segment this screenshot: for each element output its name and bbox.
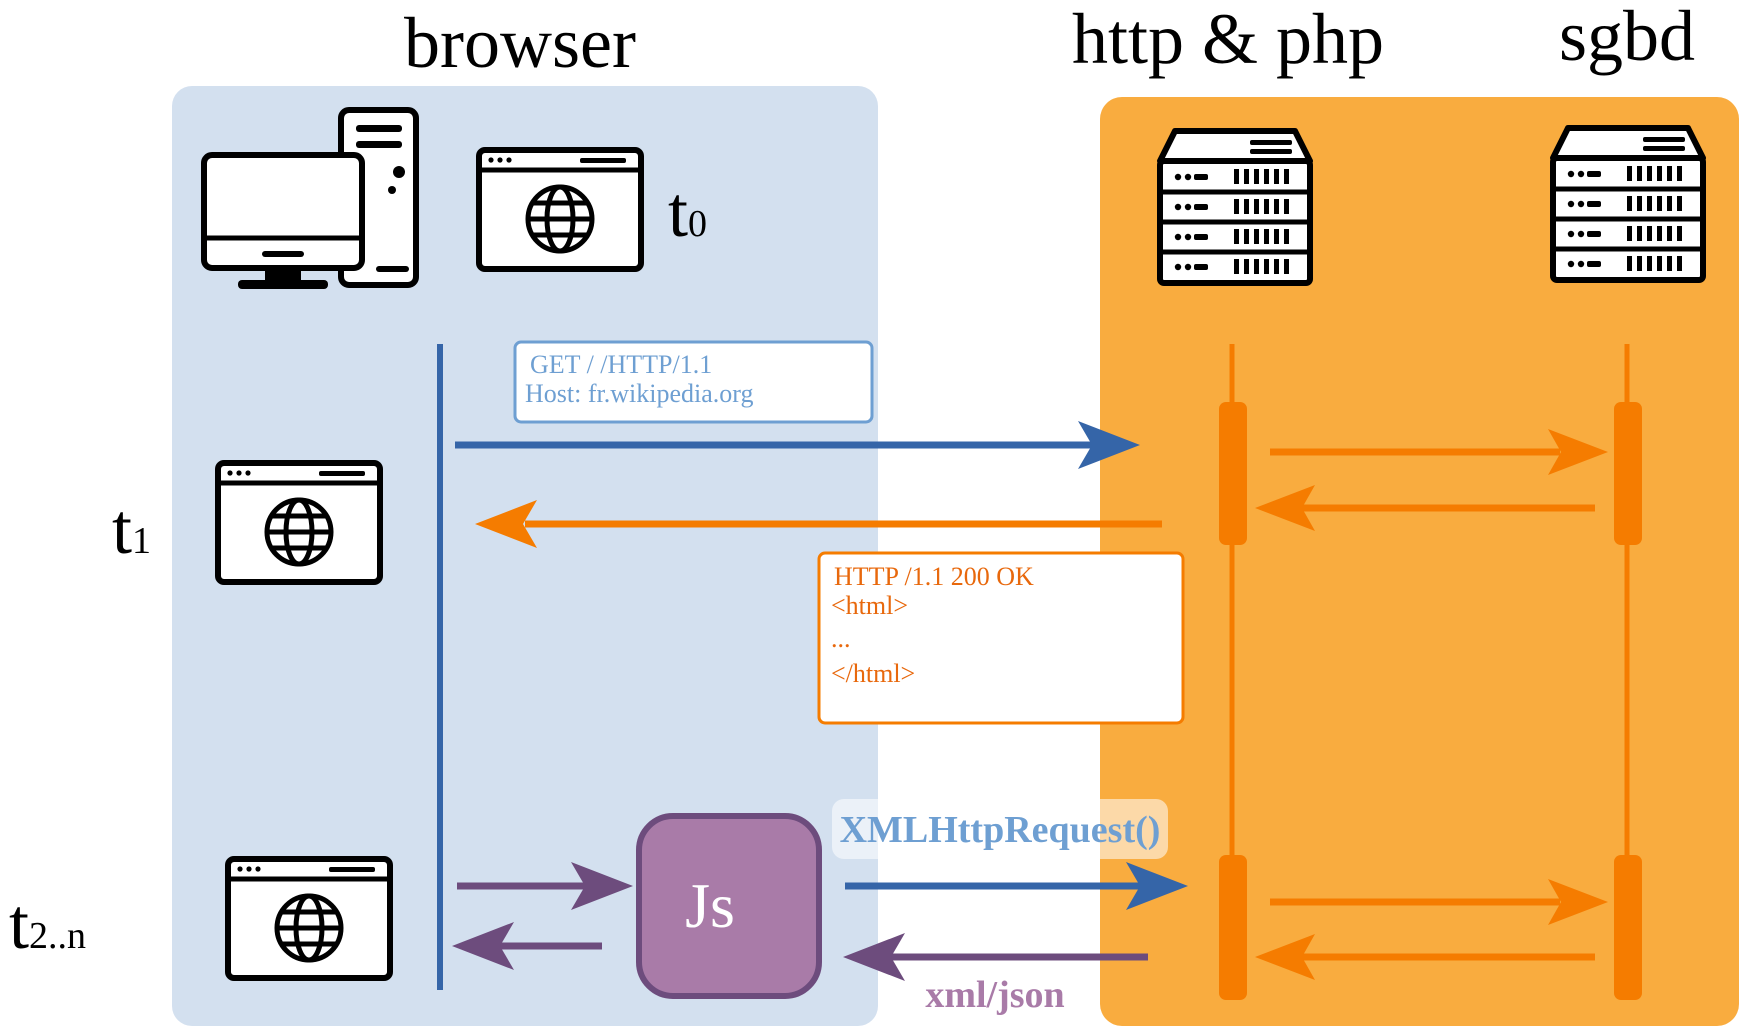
server-activation-bar-2 (1219, 855, 1247, 1000)
server-to-db-arrow-2 (1548, 879, 1608, 925)
http-response-ellipsis: ... (831, 624, 851, 653)
browser-to-js-arrow (571, 862, 633, 910)
time-label-t1: t1 (112, 489, 151, 569)
js-to-browser-arrow (452, 922, 514, 970)
js-label: Js (685, 870, 735, 941)
server-zone (1100, 97, 1739, 1026)
header-http-php: http & php (1072, 0, 1384, 79)
time-label-t2: t2..n (9, 884, 86, 964)
xml-response-arrow (843, 933, 905, 981)
sgbd-activation-bar-2 (1614, 855, 1642, 1000)
time-label-t0: t0 (668, 172, 707, 252)
sgbd-activation-bar-1 (1614, 402, 1642, 545)
http-response-status: HTTP /1.1 200 OK (834, 562, 1034, 591)
http-response-box (817, 551, 1185, 725)
http-request-box (513, 340, 874, 424)
http-request-host: Host: fr.wikipedia.org (525, 379, 753, 408)
db-to-server-arrow-1 (1255, 485, 1315, 531)
browser-window-icon-t1 (218, 463, 380, 582)
xhr-request-arrow (1126, 862, 1188, 910)
xhr-label-bg (832, 799, 1168, 859)
server-to-db-arrow-1 (1548, 429, 1608, 475)
header-sgbd: sgbd (1559, 0, 1695, 76)
desktop-computer-icon (201, 107, 419, 289)
http-response-html-open: <html> (831, 591, 908, 620)
browser-zone (172, 86, 878, 1026)
xhr-label: XMLHttpRequest() (840, 809, 1161, 851)
db-to-server-arrow-2 (1255, 934, 1315, 980)
server-activation-bar-1 (1219, 402, 1247, 545)
request-arrow (1078, 421, 1140, 469)
browser-window-icon-t2 (228, 859, 390, 978)
http-request-line: GET / /HTTP/1.1 (530, 350, 712, 379)
server-rack-icon-http (1160, 131, 1310, 283)
response-arrow (475, 500, 537, 548)
server-rack-icon-sgbd (1553, 128, 1703, 280)
http-response-html-close: </html> (831, 659, 915, 688)
xml-json-label: xml/json (925, 974, 1064, 1016)
js-engine-box (636, 813, 822, 999)
browser-window-icon-t0 (479, 150, 641, 269)
header-browser: browser (404, 3, 636, 83)
